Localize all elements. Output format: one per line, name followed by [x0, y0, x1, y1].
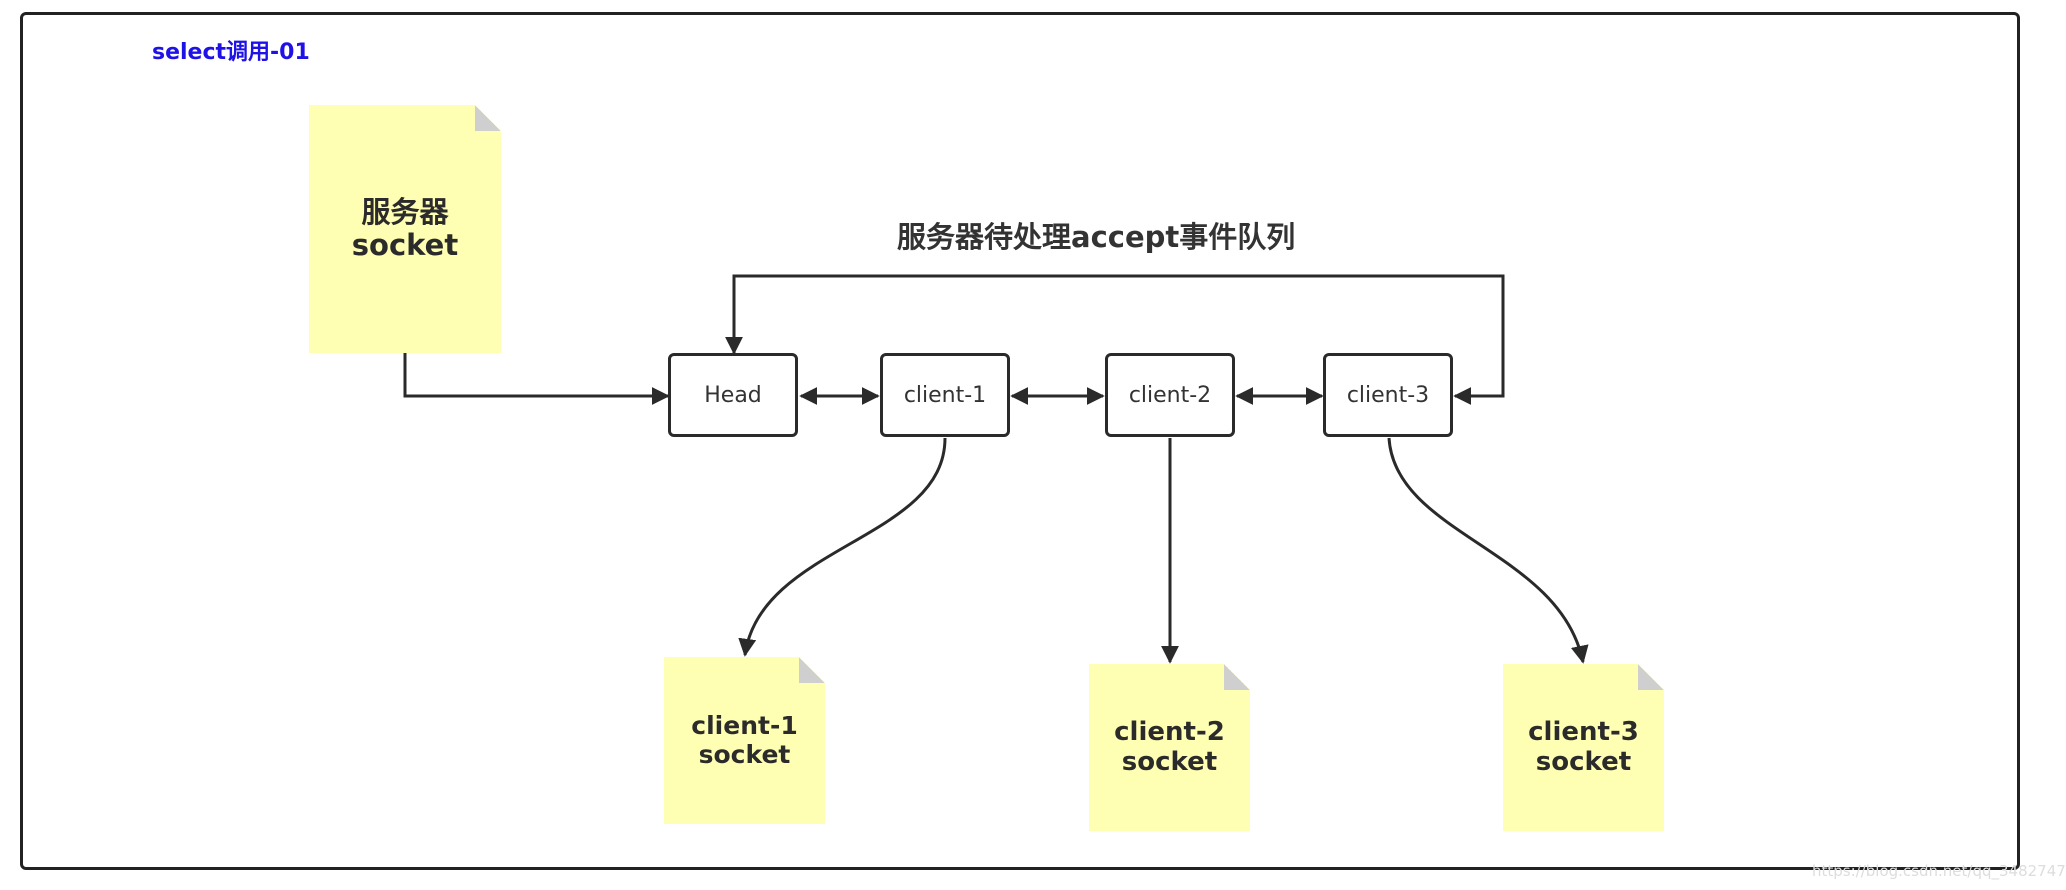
client-2-socket-note-line2: socket: [1121, 746, 1218, 777]
client-1-socket-note-line2: socket: [698, 739, 791, 769]
queue-label: 服务器待处理accept事件队列: [897, 220, 1296, 254]
queue-node-head: Head: [668, 353, 798, 437]
server-socket-note-line2: socket: [351, 228, 459, 262]
queue-node-client-3: client-3: [1323, 353, 1453, 437]
client-3-socket-note-line1: client-3: [1528, 716, 1639, 747]
client-2-socket-note: client-2 socket: [1089, 664, 1250, 831]
client3-to-socket-arrow: [1387, 437, 1589, 664]
server-socket-note-line1: 服务器: [361, 194, 449, 229]
queue-node-client-1: client-1: [880, 353, 1010, 437]
client-3-socket-note: client-3 socket: [1503, 664, 1664, 831]
client-2-socket-note-line1: client-2: [1114, 716, 1225, 747]
diagram-frame: [20, 12, 2020, 870]
server-to-head-arrow: [403, 353, 670, 405]
client-1-socket-note: client-1 socket: [664, 657, 825, 824]
queue-node-client-2: client-2: [1105, 353, 1235, 437]
client1-to-socket-arrow: [738, 437, 947, 657]
watermark: https://blog.csdn.net/qq_34827473: [1812, 862, 2066, 880]
diagram-title: select调用-01: [152, 40, 310, 65]
client3-head-loop-link: [725, 274, 1505, 405]
client-1-socket-note-line1: client-1: [691, 710, 798, 740]
client-3-socket-note-line2: socket: [1535, 746, 1632, 777]
